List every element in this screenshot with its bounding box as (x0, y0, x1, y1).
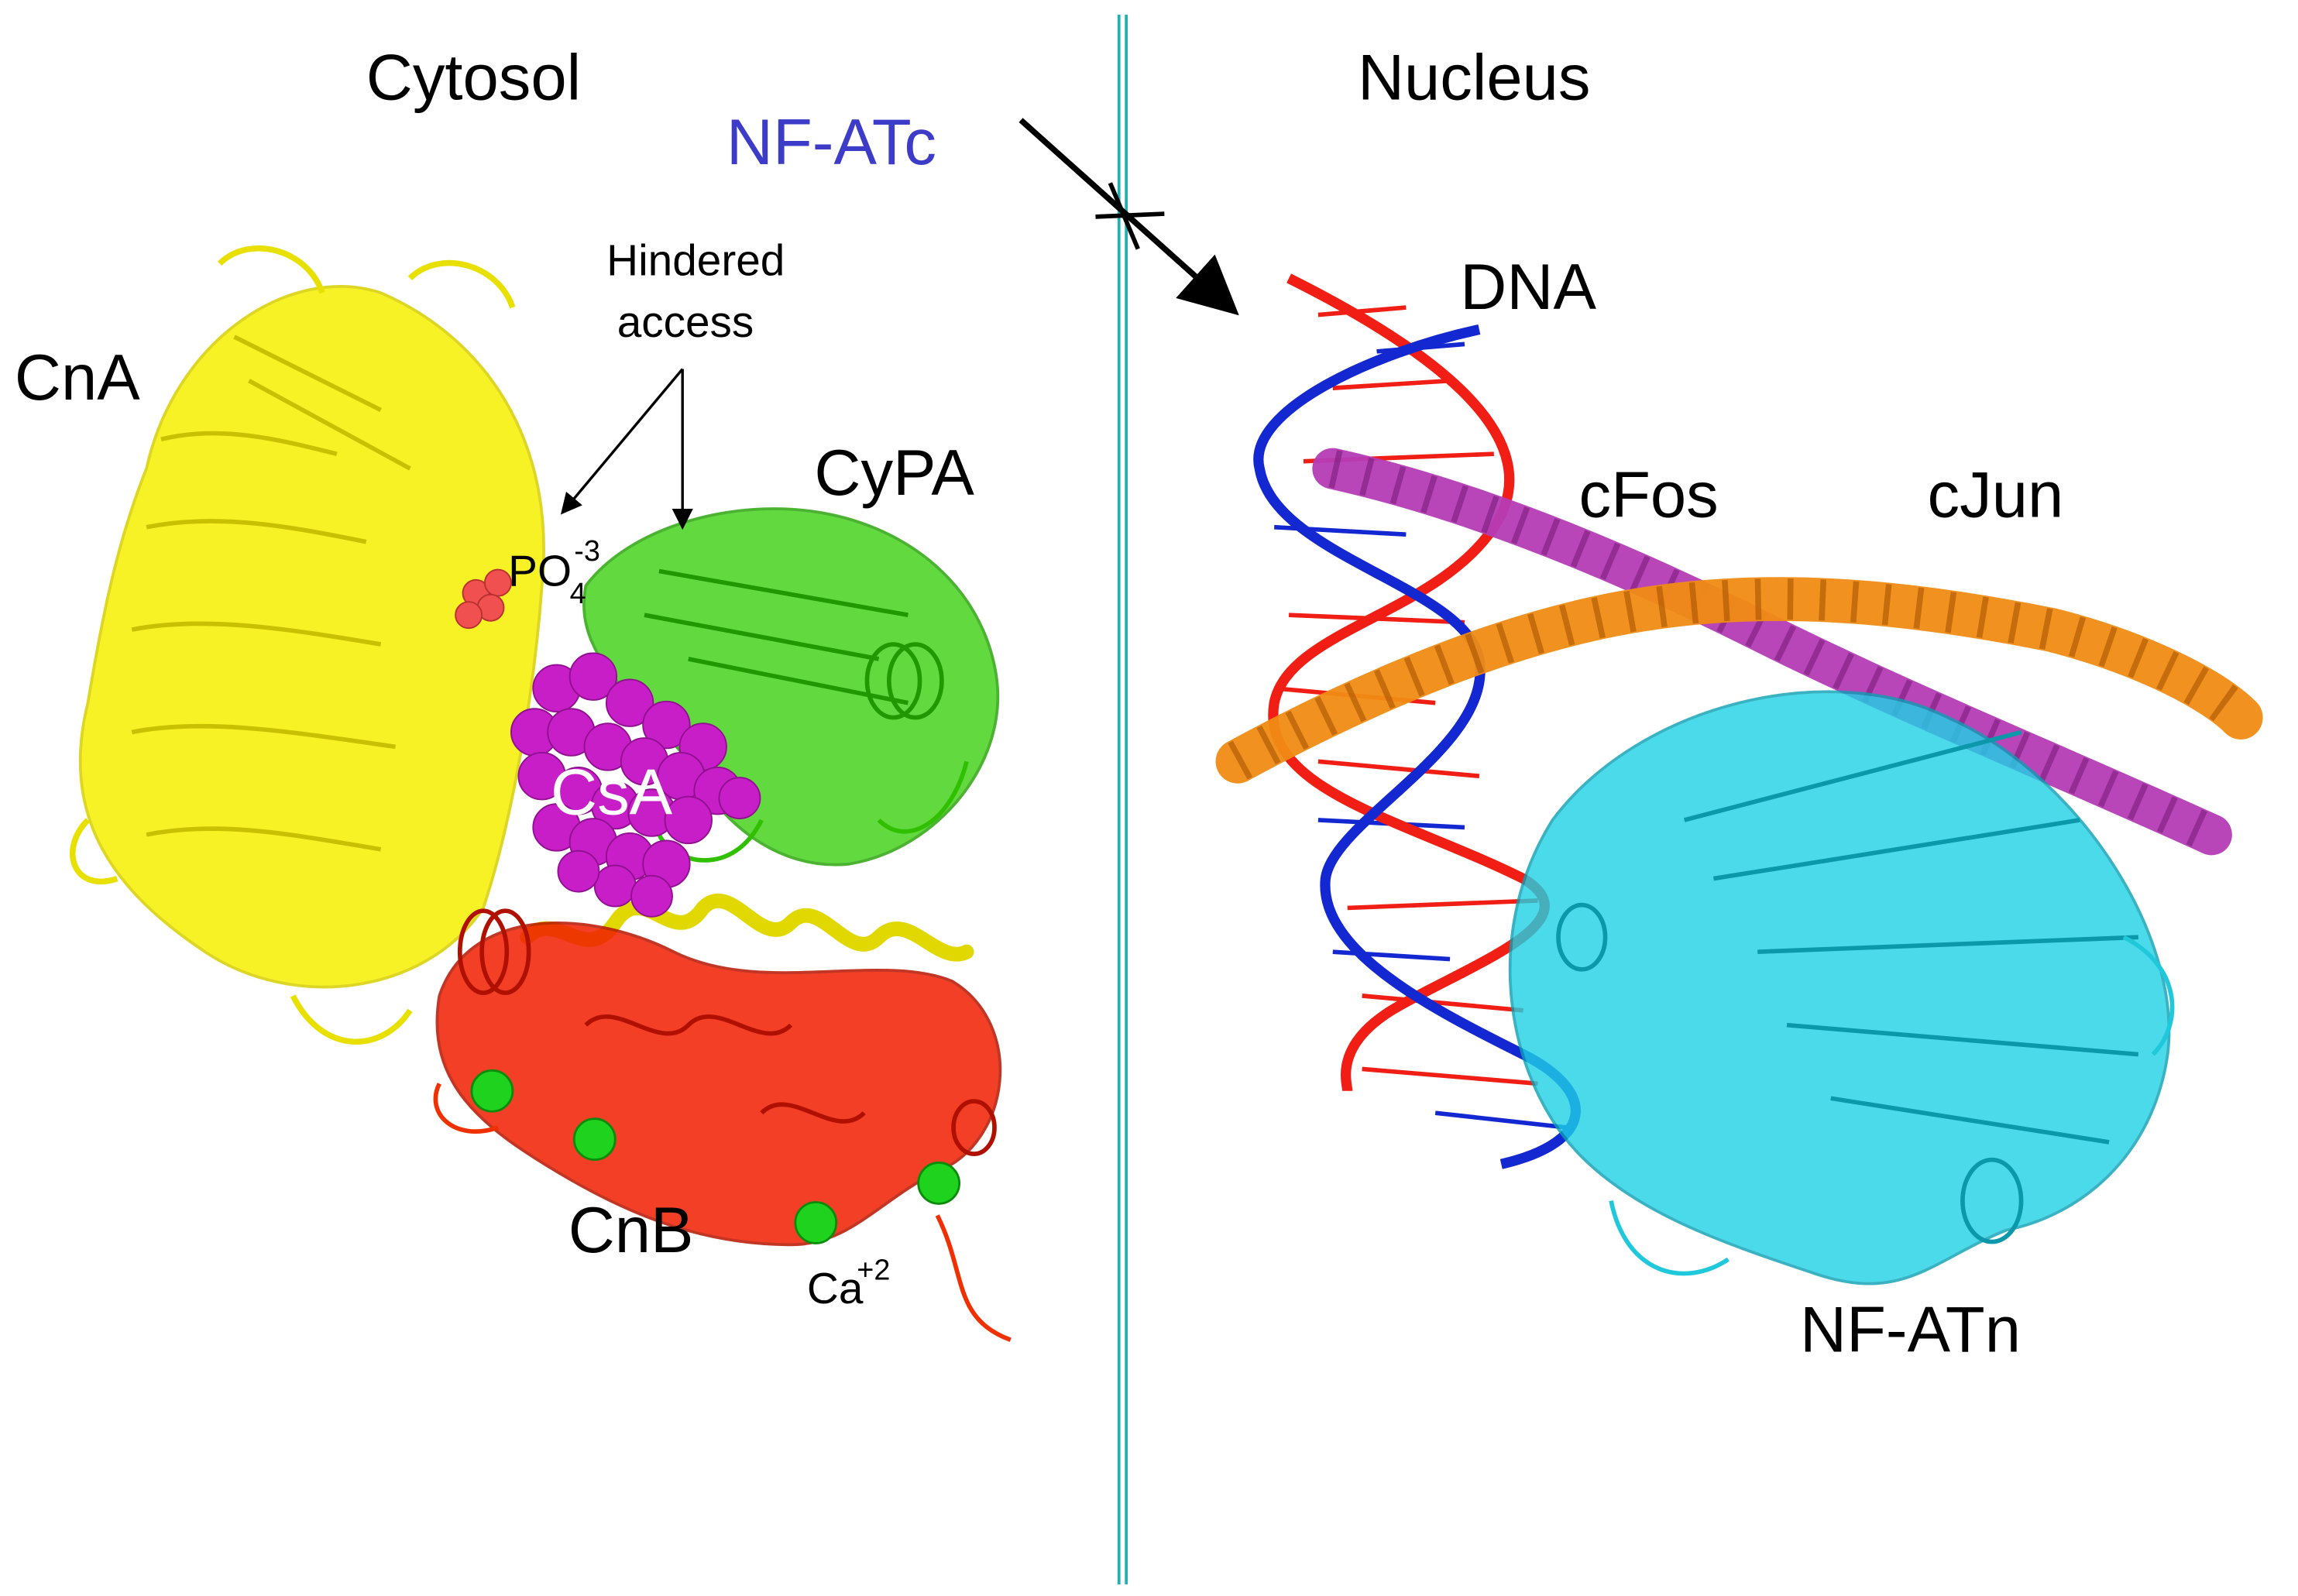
calcium-label: Ca +2 (807, 1254, 890, 1313)
hindered-label: Hindered (606, 237, 785, 286)
access-label: access (617, 298, 754, 347)
cypa-structure (582, 507, 1000, 867)
import-blocked-cross (1095, 182, 1165, 250)
csa-structure (510, 652, 761, 918)
cnb-label: CnB (568, 1194, 694, 1266)
cjun-structure (1215, 577, 2263, 784)
cna-label: CnA (15, 342, 140, 414)
cfos-label: cFos (1578, 459, 1718, 531)
calcium-ions (470, 1069, 961, 1244)
nuclear-membrane (1117, 14, 1128, 1585)
cypa-label: CyPA (814, 437, 974, 509)
nfatn-structure (1508, 690, 2175, 1285)
phosphate-label: PO 4 -3 (508, 535, 600, 610)
nfatc-label: NF-ATc (726, 106, 936, 178)
calcium-main: Ca (807, 1265, 864, 1313)
cnb-structure (433, 908, 1012, 1342)
phosphate-main: PO (508, 547, 572, 595)
dna-label: DNA (1460, 251, 1596, 323)
nfatn-label: NF-ATn (1800, 1293, 2021, 1365)
hindered-access-arrows (560, 368, 693, 530)
phosphate-group (455, 568, 512, 630)
csa-label: CsA (551, 756, 673, 828)
cna-structure (70, 245, 974, 1045)
cjun-label: cJun (1928, 459, 2064, 531)
nucleus-label: Nucleus (1358, 42, 1591, 114)
phosphate-sub: 4 (570, 578, 586, 610)
cytosol-label: Cytosol (366, 42, 581, 114)
phosphate-sup: -3 (574, 535, 600, 568)
cfos-structure (1312, 448, 2232, 856)
calcium-sup: +2 (857, 1254, 890, 1287)
